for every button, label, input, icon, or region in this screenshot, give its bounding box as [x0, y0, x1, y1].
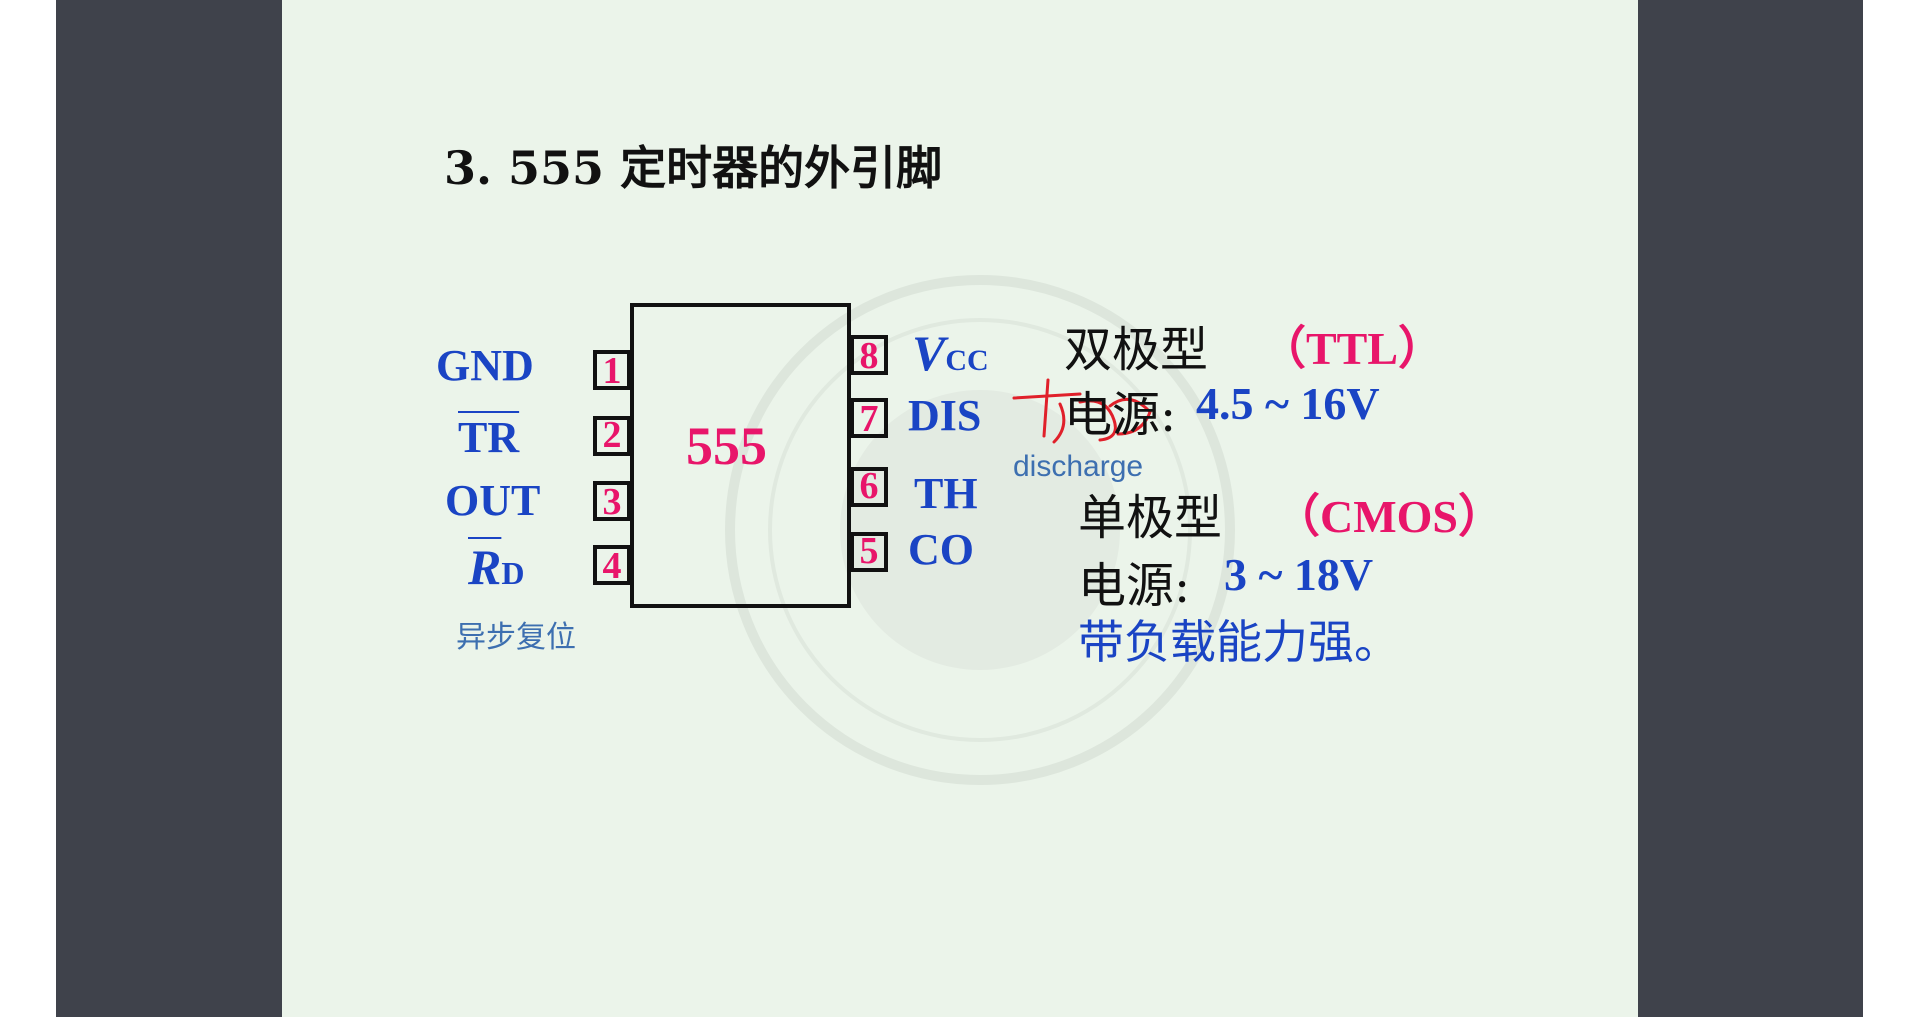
- pin-label-rd-main: R: [468, 539, 502, 595]
- watermark-emblem-icon: [725, 275, 1235, 785]
- pin-number-7: 7: [859, 398, 879, 440]
- pin-number-4: 4: [602, 545, 622, 587]
- pin-box-1: [593, 350, 631, 390]
- discharge-note: discharge: [1013, 450, 1144, 483]
- ttl-type-abbr: （TTL）: [1260, 323, 1445, 374]
- cmos-type-abbr: （CMOS）: [1274, 491, 1504, 542]
- chip-label: 555: [686, 416, 767, 476]
- cmos-note: 带负载能力强。: [1078, 615, 1400, 669]
- handwriting-scribble-icon: [1012, 378, 1152, 444]
- cmos-type-label: 单极型: [1078, 490, 1223, 546]
- pin-number-3: 3: [602, 481, 622, 523]
- ttl-type-label: 双极型: [1064, 322, 1209, 378]
- pin-box-2: [593, 416, 631, 456]
- pin-label-gnd: GND: [436, 341, 534, 390]
- pin-label-th: TH: [914, 469, 978, 518]
- pin-box-3: [593, 481, 631, 521]
- pin-box-5: [850, 532, 888, 572]
- reset-note: 异步复位: [456, 621, 576, 654]
- pin-number-1: 1: [602, 350, 622, 392]
- pin-label-dis: DIS: [908, 391, 982, 440]
- pin-box-6: [850, 467, 888, 507]
- pin-number-2: 2: [602, 414, 622, 456]
- pin-box-4: [593, 545, 631, 585]
- pin-label-vcc-sub: CC: [945, 344, 989, 377]
- ttl-power-label: 电源:: [1064, 387, 1177, 443]
- chip-body: [630, 303, 851, 608]
- pin-box-8: [850, 335, 888, 375]
- pin-label-rd: RD: [468, 538, 524, 596]
- pin-label-out: OUT: [445, 476, 541, 525]
- slide-page: 3. 555 定时器的外引脚 555 1 2 3 4 8 7 6 5 GND T…: [282, 0, 1638, 1017]
- pin-label-rd-sub: D: [501, 555, 525, 591]
- cmos-power-value: 3 ~ 18V: [1224, 549, 1374, 600]
- ttl-power-value: 4.5 ~ 16V: [1196, 378, 1380, 429]
- cmos-power-label: 电源:: [1078, 558, 1191, 614]
- pin-number-8: 8: [859, 335, 879, 377]
- pin-label-vcc: VCC: [912, 324, 989, 382]
- slide-title: 3. 555 定时器的外引脚: [444, 141, 943, 195]
- pin-label-co: CO: [908, 525, 974, 574]
- pin-number-6: 6: [859, 465, 879, 507]
- pin-label-vcc-main: V: [912, 325, 946, 381]
- pin-box-7: [850, 398, 888, 438]
- pin-label-tr: TR: [458, 413, 520, 462]
- pin-number-5: 5: [859, 530, 879, 572]
